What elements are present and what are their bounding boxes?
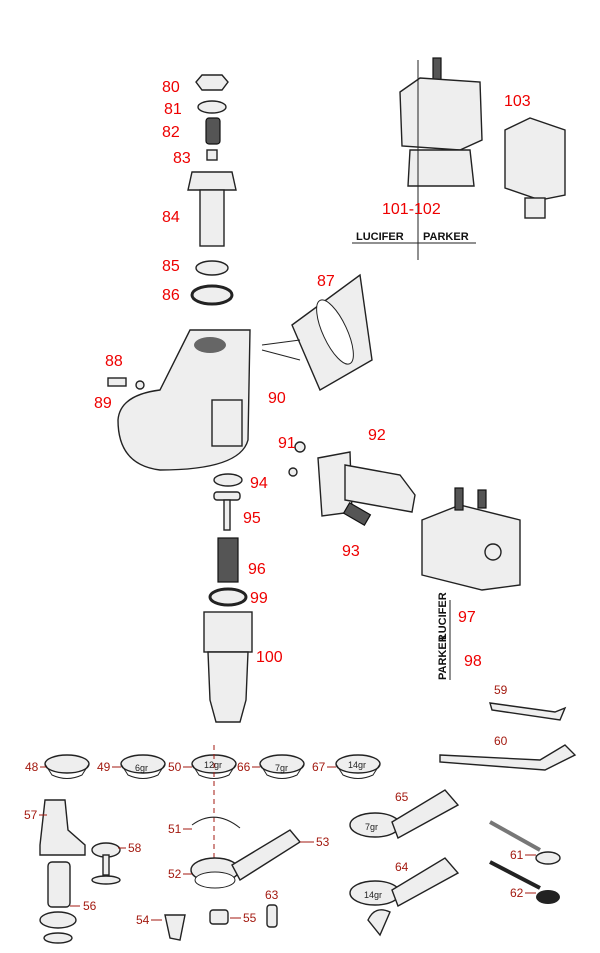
handle-64-mark: 14gr <box>364 890 382 900</box>
upper-callouts: 80 81 82 83 84 85 86 87 88 89 90 91 92 9… <box>94 79 531 680</box>
part-100-body <box>203 611 253 653</box>
label-98: 98 <box>464 653 482 670</box>
label-85: 85 <box>162 258 180 275</box>
label-65: 65 <box>395 790 409 804</box>
label-53: 53 <box>316 835 330 849</box>
part-94-ring <box>213 473 243 487</box>
part-100-tip <box>207 651 249 723</box>
part-82-filter <box>205 117 221 145</box>
label-56: 56 <box>83 899 97 913</box>
label-89: 89 <box>94 395 112 412</box>
part-103-coil <box>504 117 566 201</box>
part-89-screw <box>107 377 127 387</box>
basket-67-mark: 14gr <box>348 760 366 770</box>
label-90: 90 <box>268 390 286 407</box>
label-49: 49 <box>97 760 111 774</box>
part-101-coil <box>399 77 483 151</box>
label-54: 54 <box>136 913 150 927</box>
label-91: 91 <box>278 435 296 452</box>
label-97: 97 <box>458 609 476 626</box>
caption-parker: PARKER <box>423 231 469 243</box>
part-84-head <box>187 171 237 191</box>
accessory-parts: 6gr 12gr 7gr 14gr 7gr 14gr <box>39 702 577 944</box>
label-80: 80 <box>162 79 180 96</box>
label-61: 61 <box>510 848 524 862</box>
label-63: 63 <box>265 888 279 902</box>
part-91-washer <box>294 441 306 453</box>
label-99: 99 <box>250 590 268 607</box>
label-100: 100 <box>256 649 283 666</box>
lower-callouts: 48 49 50 66 67 59 60 57 51 53 65 58 52 6… <box>24 683 536 927</box>
label-52: 52 <box>168 867 182 881</box>
label-95: 95 <box>243 510 261 527</box>
part-83-screw <box>206 149 218 161</box>
basket-66-mark: 7gr <box>275 763 288 773</box>
part-85-ring <box>195 260 229 276</box>
label-55: 55 <box>243 911 257 925</box>
label-86: 86 <box>162 287 180 304</box>
caption-vertical-parker: PARKER <box>437 634 449 680</box>
label-59: 59 <box>494 683 508 697</box>
part-93-screw <box>342 501 372 527</box>
part-97-98-coil <box>421 504 521 591</box>
part-101-base <box>407 149 475 187</box>
label-101-102: 101-102 <box>382 201 441 218</box>
label-48: 48 <box>25 760 39 774</box>
label-51: 51 <box>168 822 182 836</box>
label-60: 60 <box>494 734 508 748</box>
part-group-side <box>211 399 243 447</box>
caption-lucifer: LUCIFER <box>356 231 404 243</box>
group-head-parts <box>107 57 566 723</box>
part-96-spring <box>217 537 239 583</box>
label-62: 62 <box>510 886 524 900</box>
basket-50-mark: 12gr <box>204 760 222 770</box>
label-50: 50 <box>168 760 182 774</box>
label-67: 67 <box>312 760 326 774</box>
part-88-washer <box>135 380 145 390</box>
label-88: 88 <box>105 353 123 370</box>
label-93: 93 <box>342 543 360 560</box>
label-83: 83 <box>173 150 191 167</box>
part-80-nut <box>195 74 229 91</box>
label-87: 87 <box>317 273 335 290</box>
label-103: 103 <box>504 93 531 110</box>
basket-49-mark: 6gr <box>135 763 148 773</box>
part-95-valve <box>213 491 241 501</box>
handle-65-mark: 7gr <box>365 822 378 832</box>
label-58: 58 <box>128 841 142 855</box>
label-94: 94 <box>250 475 268 492</box>
label-84: 84 <box>162 209 180 226</box>
part-99-gasket <box>208 587 248 607</box>
part-92-stem <box>344 464 416 513</box>
part-84-body <box>199 189 225 247</box>
label-96: 96 <box>248 561 266 578</box>
label-92: 92 <box>368 427 386 444</box>
part-81-washer <box>197 100 227 114</box>
label-81: 81 <box>164 101 182 118</box>
part-86-gasket <box>190 284 234 306</box>
label-57: 57 <box>24 808 38 822</box>
label-64: 64 <box>395 860 409 874</box>
caption-vertical-lucifer: LUCIFER <box>437 592 449 640</box>
label-82: 82 <box>162 124 180 141</box>
label-66: 66 <box>237 760 251 774</box>
